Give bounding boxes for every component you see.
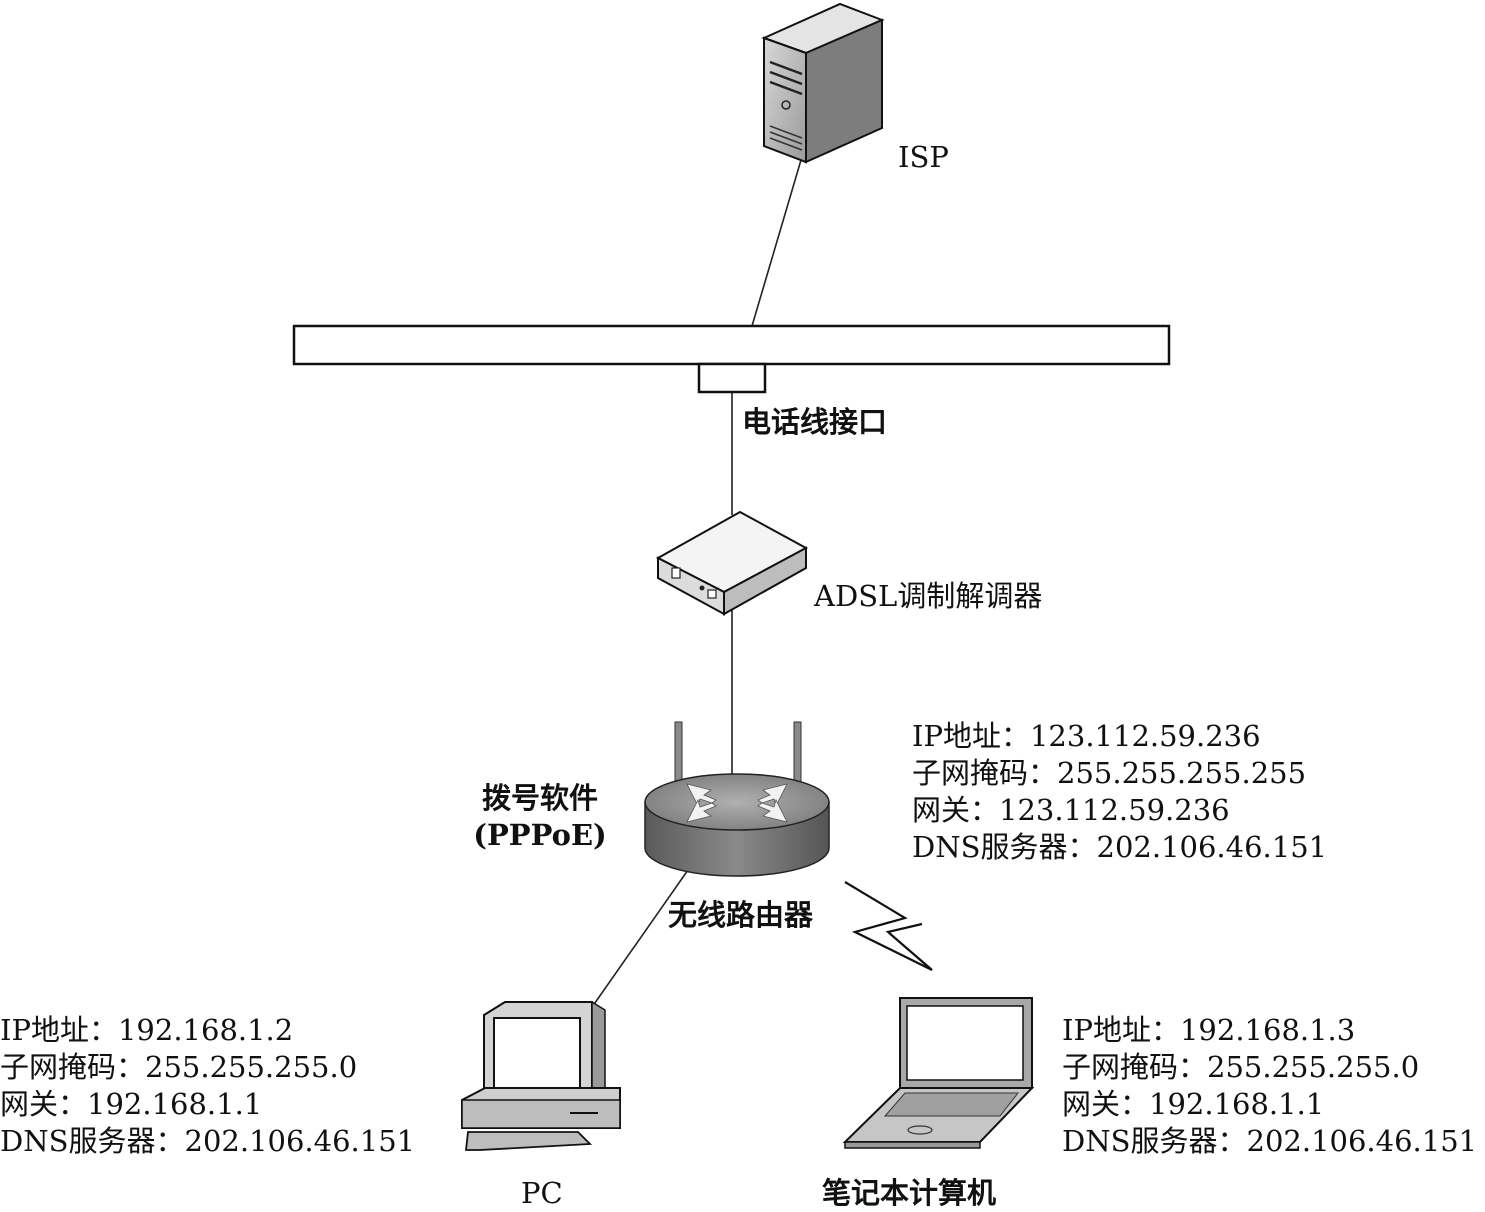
- laptop-ip: IP地址：192.168.1.3: [1062, 1013, 1356, 1047]
- dialer-label: 拨号软件 (PPPoE): [465, 780, 615, 854]
- laptop-gateway: 网关：192.168.1.1: [1062, 1087, 1325, 1121]
- router-gateway: 网关：123.112.59.236: [912, 793, 1230, 827]
- router-label: 无线路由器: [668, 898, 814, 932]
- modem-icon: [655, 510, 809, 616]
- laptop-icon: [842, 997, 1035, 1149]
- server-icon: [761, 2, 885, 164]
- pc-dns: DNS服务器：202.106.46.151: [0, 1124, 416, 1158]
- pc-ip: IP地址：192.168.1.2: [0, 1013, 294, 1047]
- router-icon: [644, 721, 830, 877]
- router-config: IP地址：123.112.59.236 子网掩码：255.255.255.255…: [912, 718, 1327, 866]
- modem-label: ADSL调制解调器: [814, 579, 1043, 613]
- laptop-label: 笔记本计算机: [822, 1176, 997, 1210]
- phone-jack-label: 电话线接口: [742, 405, 888, 439]
- isp-label: ISP: [898, 140, 949, 174]
- backbone-bar: [292, 324, 1171, 366]
- phone-jack: [697, 362, 767, 394]
- pc-subnet-mask: 子网掩码：255.255.255.0: [0, 1050, 358, 1084]
- pc-config: IP地址：192.168.1.2 子网掩码：255.255.255.0 网关：1…: [0, 1012, 415, 1160]
- dialer-protocol-label: (PPPoE): [473, 818, 607, 852]
- router-ip: IP地址：123.112.59.236: [912, 719, 1261, 753]
- laptop-subnet-mask: 子网掩码：255.255.255.0: [1062, 1050, 1420, 1084]
- laptop-dns: DNS服务器：202.106.46.151: [1062, 1124, 1478, 1158]
- router-dns: DNS服务器：202.106.46.151: [912, 830, 1328, 864]
- dialer-software-label: 拨号软件: [481, 781, 598, 815]
- pc-label: PC: [521, 1176, 563, 1210]
- wireless-signal-icon: [844, 881, 933, 971]
- pc-gateway: 网关：192.168.1.1: [0, 1087, 263, 1121]
- pc-icon: [461, 1000, 621, 1151]
- laptop-config: IP地址：192.168.1.3 子网掩码：255.255.255.0 网关：1…: [1062, 1012, 1477, 1160]
- isp-backbone-link: [751, 159, 802, 327]
- router-subnet-mask: 子网掩码：255.255.255.255: [912, 756, 1307, 790]
- router-pc-link: [589, 869, 689, 1011]
